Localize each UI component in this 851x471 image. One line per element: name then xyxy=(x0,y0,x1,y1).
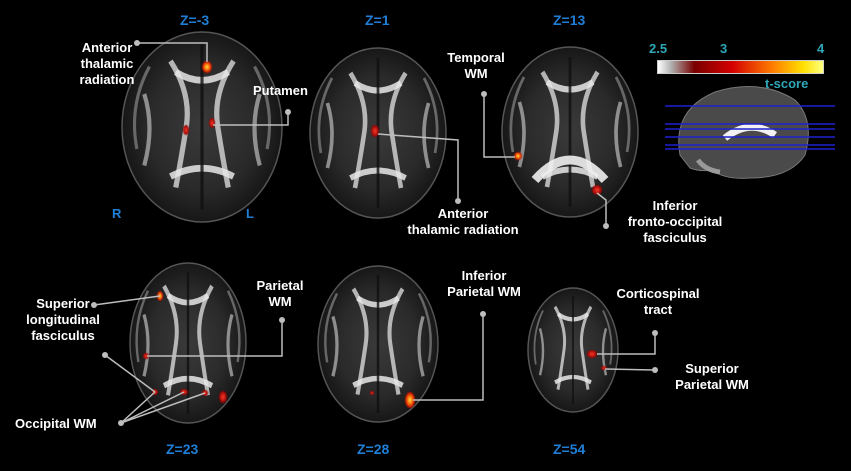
label-occipital-wm: Occipital WM xyxy=(15,416,97,431)
label-line: Parietal WM xyxy=(447,284,521,299)
colorbar-tick-max: 4 xyxy=(817,41,825,56)
brain-slice-z-54 xyxy=(527,287,619,413)
label-line: Superior xyxy=(685,361,739,376)
slice-label-z-1: Z=1 xyxy=(365,12,390,28)
label-corticospinal-tract: Corticospinal tract xyxy=(603,286,713,318)
label-line: Anterior xyxy=(81,40,133,55)
label-superior-longitudinal: Superior longitudinal fasciculus xyxy=(18,296,108,344)
label-line: fronto-occipital xyxy=(627,214,723,229)
label-line: Inferior xyxy=(461,268,507,283)
blob-occipital-4 xyxy=(219,391,227,403)
label-line: Parietal WM xyxy=(675,377,749,392)
brain-slice-z-minus3 xyxy=(121,31,283,223)
colorbar-tick-mid: 3 xyxy=(720,41,728,56)
label-parietal-wm: Parietal WM xyxy=(244,278,316,310)
brain-slice-z-23 xyxy=(129,262,247,424)
label-line: Anterior xyxy=(437,206,489,221)
label-line: WM xyxy=(268,294,292,309)
slice-label-z-28: Z=28 xyxy=(357,441,390,457)
label-line: WM xyxy=(464,66,488,81)
label-temporal-wm: Temporal WM xyxy=(440,50,512,82)
label-line: Corticospinal xyxy=(616,286,700,301)
blob-anterior-thalamic-1 xyxy=(202,61,212,73)
label-superior-parietal-wm: Superior Parietal WM xyxy=(664,361,760,393)
leader-dots xyxy=(91,40,658,426)
sagittal-brain-thumbnail xyxy=(665,86,835,179)
brain-slice-z-28 xyxy=(317,265,439,423)
label-line: thalamic radiation xyxy=(407,222,519,237)
slice-label-z-minus3: Z=-3 xyxy=(180,12,210,28)
blob-anterior-thalamic-2 xyxy=(371,125,379,137)
label-line: longitudinal xyxy=(26,312,100,327)
label-inferior-parietal-wm: Inferior Parietal WM xyxy=(436,268,532,300)
slice-label-z-54: Z=54 xyxy=(553,441,586,457)
colorbar xyxy=(657,60,824,74)
blob-inferior-parietal xyxy=(405,392,415,408)
label-line: radiation xyxy=(79,72,135,87)
orientation-left: L xyxy=(246,206,254,221)
colorbar-label: t-score xyxy=(765,76,809,91)
label-line: Inferior xyxy=(652,198,698,213)
blob-ifof xyxy=(592,185,602,195)
label-line: fasciculus xyxy=(643,230,707,245)
orientation-right: R xyxy=(112,206,122,221)
label-line: Temporal xyxy=(447,50,505,65)
slice-label-z-23: Z=23 xyxy=(166,441,199,457)
label-line: Superior xyxy=(36,296,90,311)
label-line: tract xyxy=(643,302,673,317)
blob-temporal-wm xyxy=(514,152,522,160)
blob-inferior-parietal-small xyxy=(370,391,374,395)
brain-slice-z-13 xyxy=(501,46,639,218)
label-putamen: Putamen xyxy=(253,83,308,98)
label-anterior-thalamic-radiation-1: Anterior thalamic radiation xyxy=(62,40,152,88)
blob-parietal-wm xyxy=(143,353,149,359)
blob-corticospinal xyxy=(587,350,597,358)
label-line: fasciculus xyxy=(31,328,95,343)
leader-lines xyxy=(93,42,656,424)
blob-putamen xyxy=(209,118,215,128)
label-line: thalamic xyxy=(80,56,134,71)
label-line: Parietal xyxy=(256,278,304,293)
blob-putamen-right xyxy=(183,125,189,135)
label-anterior-thalamic-radiation-2: Anterior thalamic radiation xyxy=(398,206,528,238)
colorbar-tick-min: 2.5 xyxy=(649,41,668,56)
label-inferior-fronto-occipital: Inferior fronto-occipital fasciculus xyxy=(610,198,740,246)
slice-label-z-13: Z=13 xyxy=(553,12,586,28)
